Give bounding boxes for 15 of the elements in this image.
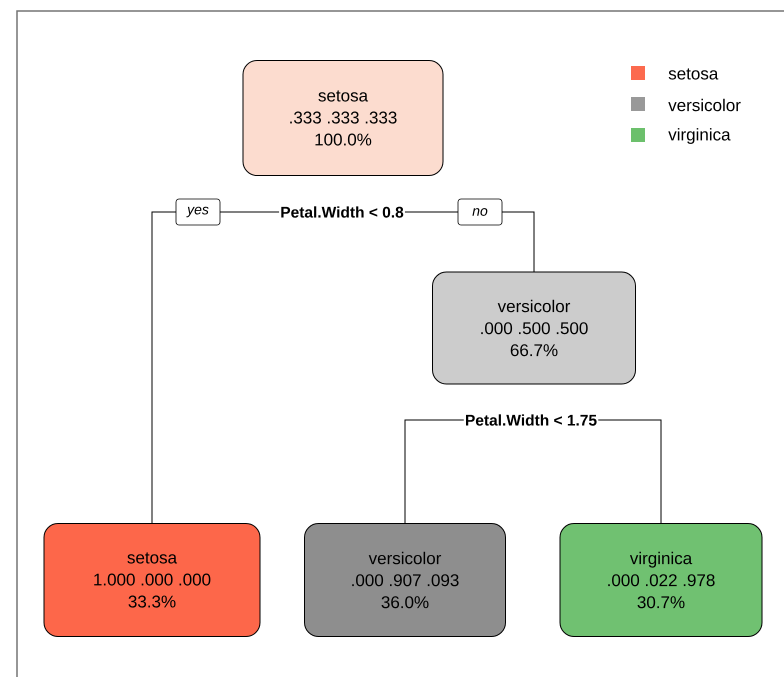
tree-node-box: virginica .000 .022 .978 30.7% — [560, 523, 762, 637]
split-condition: Petal.Width < 1.75 — [464, 413, 598, 427]
tree-node-box: setosa 1.000 .000 .000 33.3% — [44, 523, 260, 637]
legend-label: versicolor — [668, 98, 741, 112]
split-condition: Petal.Width < 0.8 — [279, 205, 405, 219]
connector-line — [152, 212, 280, 524]
connector-line — [598, 420, 662, 524]
tree-node-box: setosa .333 .333 .333 100.0% — [242, 60, 444, 176]
legend-label: virginica — [668, 128, 731, 144]
connector-line — [404, 420, 464, 524]
edge-label: no — [458, 198, 502, 226]
edge-label: yes — [176, 198, 220, 226]
legend-label: setosa — [668, 68, 718, 80]
tree-node-box: versicolor .000 .907 .093 36.0% — [304, 523, 506, 637]
tree-node-box: versicolor .000 .500 .500 66.7% — [432, 272, 636, 384]
